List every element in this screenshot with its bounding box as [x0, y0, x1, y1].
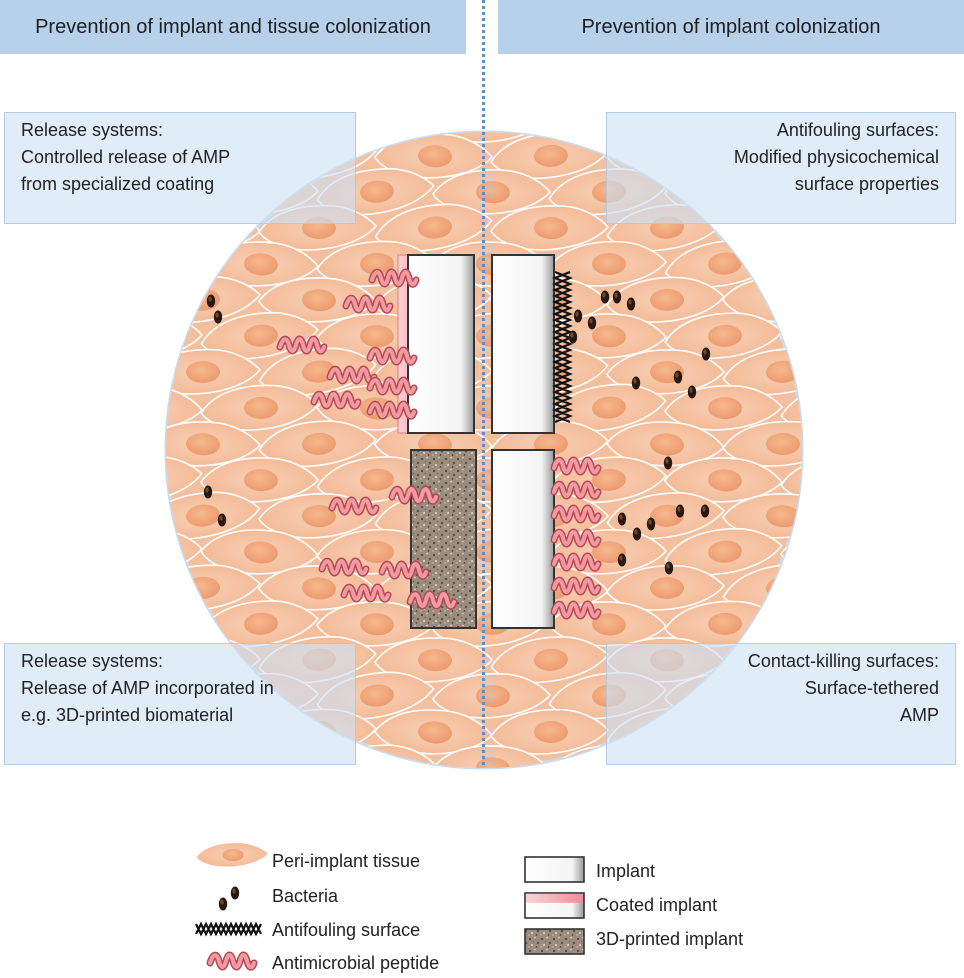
bacterium: [203, 485, 213, 499]
box-line: AMP: [899, 705, 939, 725]
box-title: Release systems:: [21, 120, 164, 140]
bacterium: [632, 527, 642, 541]
legend-label-bacteria: Bacteria: [272, 886, 339, 906]
bacterium: [617, 553, 627, 567]
bacterium: [664, 561, 674, 575]
tissue-cell: [166, 598, 204, 649]
center-divider: [482, 0, 485, 765]
box-line: Release of AMP incorporated in: [21, 678, 274, 698]
bacterium: [687, 385, 697, 399]
bacterium: [600, 290, 610, 304]
box-title: Release systems:: [21, 651, 164, 671]
legend-peptide-swatch: [210, 955, 254, 967]
tissue-cell: [778, 309, 802, 364]
bacterium: [213, 310, 223, 324]
legend-bacteria-swatch: [218, 886, 240, 911]
tissue-cell: [779, 526, 802, 577]
legend-label-implant: Implant: [596, 861, 656, 881]
coated-implant: [397, 254, 475, 434]
box-title: Antifouling surfaces:: [776, 120, 939, 140]
header-right-title: Prevention of implant colonization: [581, 15, 881, 38]
bacterium: [573, 309, 583, 323]
legend-implant-swatch: [524, 856, 585, 883]
bacterium: [646, 517, 656, 531]
box-line: Modified physicochemical: [733, 147, 939, 167]
legend-label-coated: Coated implant: [596, 895, 718, 915]
legend-coated-swatch: [524, 892, 585, 919]
bacterium: [663, 456, 673, 470]
box-line: Surface-tethered: [804, 678, 939, 698]
header-left-title: Prevention of implant and tissue coloniz…: [35, 15, 431, 38]
bacterium: [701, 347, 711, 361]
tissue-cell: [166, 238, 204, 289]
bacterium: [617, 512, 627, 526]
bacterium: [631, 376, 641, 390]
bacterium: [217, 513, 227, 527]
box-contact-killing: Contact-killing surfaces: Surface-tether…: [606, 643, 956, 765]
bacterium: [206, 294, 216, 308]
box-line: from specialized coating: [21, 174, 215, 194]
bacterium: [675, 504, 685, 518]
legend-label-antifouling: Antifouling surface: [272, 920, 421, 940]
bacterium: [587, 316, 597, 330]
box-line: surface properties: [794, 174, 939, 194]
legend-label-peptide: Antimicrobial peptide: [272, 953, 440, 973]
bacterium: [626, 297, 636, 311]
legend-printed-swatch: [524, 928, 585, 955]
box-line: Controlled release of AMP: [21, 147, 231, 167]
legend-antifouling-swatch: [195, 921, 262, 937]
bacterium: [673, 370, 683, 384]
bacterium: [568, 330, 578, 344]
header-left: Prevention of implant and tissue coloniz…: [0, 0, 466, 54]
box-line: e.g. 3D-printed biomaterial: [21, 705, 234, 725]
header-right: Prevention of implant colonization: [498, 0, 964, 54]
tissue-cell: [779, 239, 802, 288]
box-antifouling: Antifouling surfaces: Modified physicoch…: [606, 112, 956, 224]
legend-label-printed: 3D-printed implant: [596, 929, 744, 949]
box-release-3d: Release systems: Release of AMP incorpor…: [4, 643, 356, 765]
bacterium: [700, 504, 710, 518]
box-title: Contact-killing surfaces:: [747, 651, 939, 671]
legend: [195, 842, 585, 968]
box-release-coating: Release systems: Controlled release of A…: [4, 112, 356, 224]
legend-label-tissue: Peri-implant tissue: [272, 851, 421, 871]
bacterium: [612, 290, 622, 304]
antifouling-implant: [491, 254, 573, 434]
contact-killing-implant: [491, 449, 555, 629]
legend-tissue-swatch: [195, 842, 269, 868]
